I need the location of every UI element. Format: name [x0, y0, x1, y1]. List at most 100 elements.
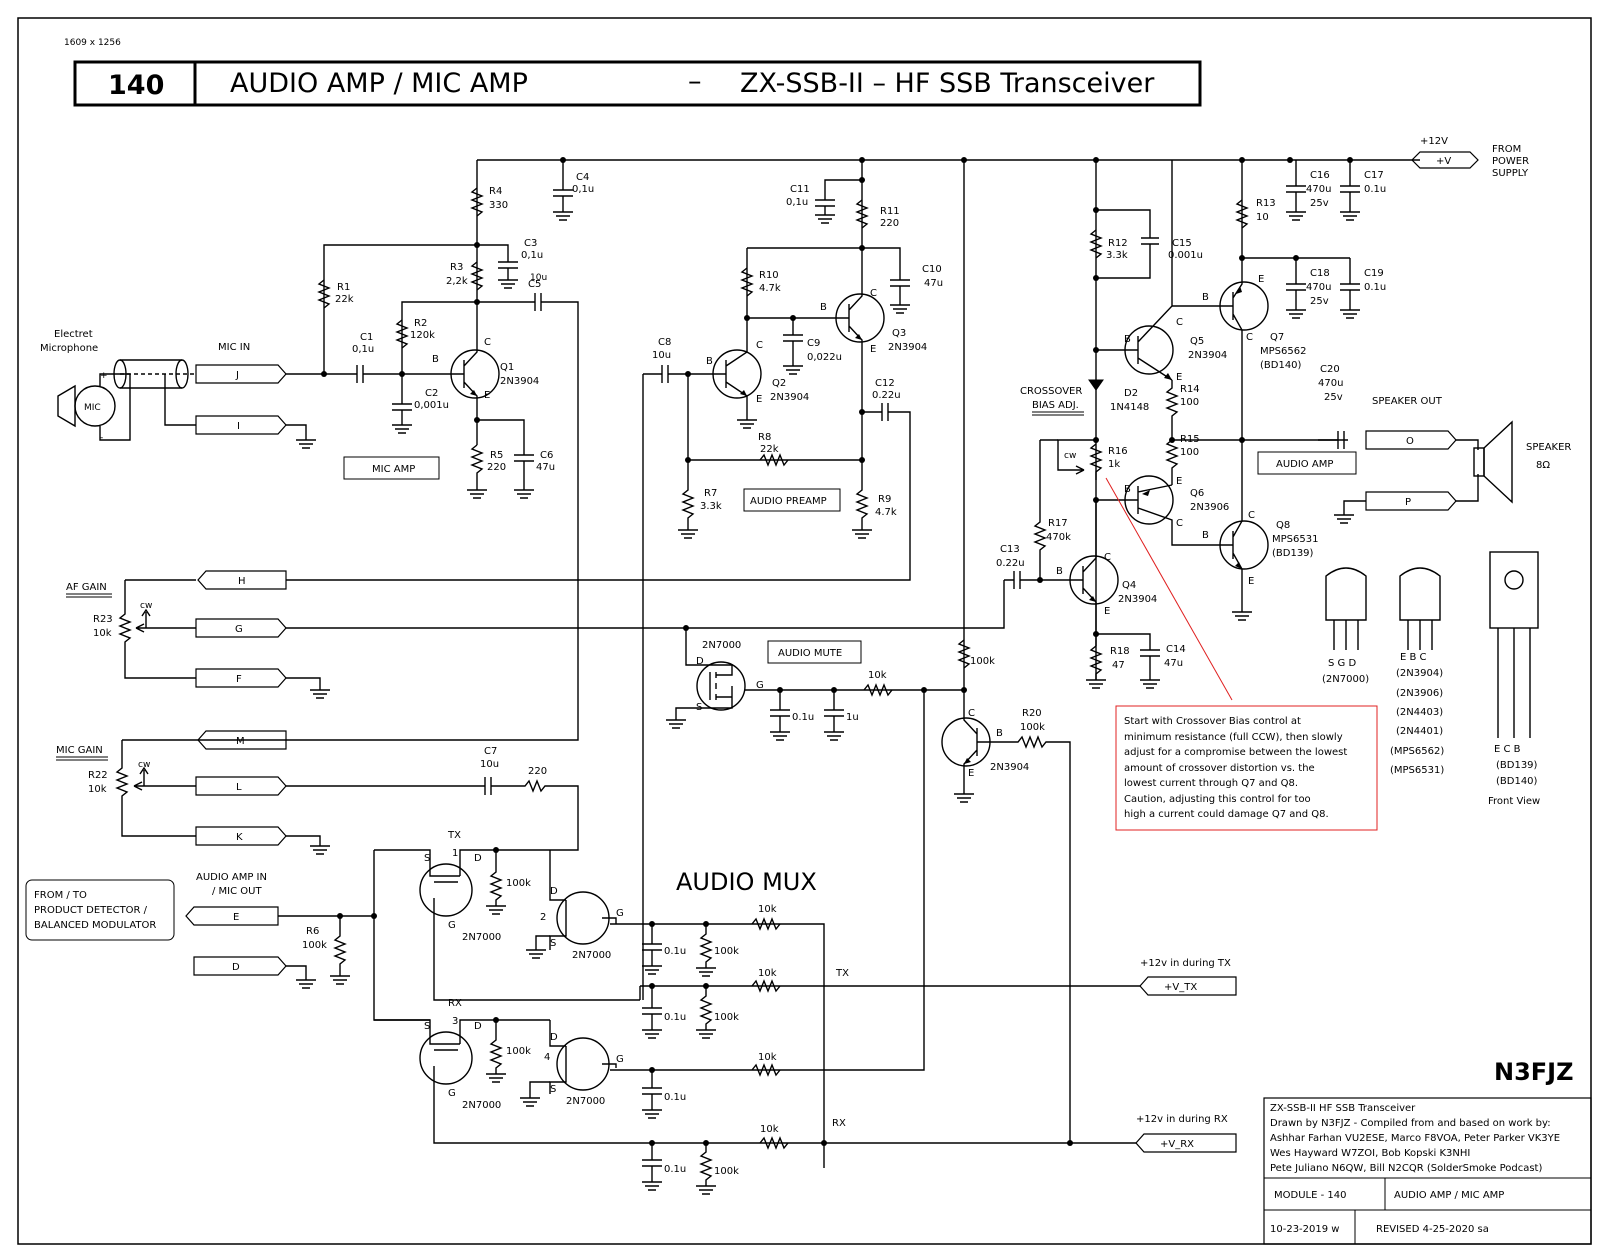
q1-part: 2N3904: [500, 376, 539, 387]
q6-part: 2N3906: [1190, 502, 1229, 513]
r4-value: 330: [489, 200, 508, 211]
fet-3-r: 100k: [506, 1046, 531, 1057]
connector-m: [197, 730, 287, 750]
q8-alt: (BD139): [1272, 548, 1314, 559]
mic-symbol: MIC: [84, 403, 101, 413]
connector-v-rx: [1135, 1133, 1237, 1153]
c9-label: C9: [807, 338, 820, 349]
c20-label: C20: [1320, 364, 1340, 375]
bjt-pins: E B C: [1400, 652, 1427, 663]
c6-value: 47u: [536, 462, 555, 473]
mux-r10k-2: 10k: [758, 968, 777, 979]
title-line-4: Pete Juliano N6QW, Bill N2CQR (SolderSmo…: [1270, 1163, 1542, 1174]
fet-package-part: (2N7000): [1322, 674, 1369, 685]
fet-3-part: 2N7000: [462, 1100, 501, 1111]
q5-pin-b: B: [1124, 334, 1131, 345]
note-line-4: lowest current through Q7 and Q8.: [1124, 778, 1298, 789]
speaker-label: SPEAKER: [1526, 442, 1571, 453]
q1-pin-b: B: [432, 354, 439, 365]
mux-c-2: 0.1u: [664, 1012, 686, 1023]
q7-pin-c: C: [1246, 332, 1253, 343]
c15-value: 0.001u: [1168, 250, 1203, 261]
q2-pin-e: E: [756, 394, 762, 405]
rx-label: RX: [832, 1118, 846, 1129]
c3-value: 0,1u: [521, 250, 543, 261]
fet-1-tx: TX: [447, 830, 461, 841]
mute-q-pin-c: C: [968, 708, 975, 719]
fet-4-pin-d: D: [550, 1032, 558, 1043]
q1-label: Q1: [500, 362, 514, 373]
c18-label: C18: [1310, 268, 1330, 279]
connector-g: [195, 618, 287, 638]
mux-r-2: 100k: [714, 1012, 739, 1023]
r18-value: 47: [1112, 660, 1125, 671]
fet-1-pin-d: D: [474, 853, 482, 864]
mic-label-1: Electret: [54, 329, 93, 340]
r22-value: 10k: [88, 784, 107, 795]
fet-3-pin-d: D: [474, 1021, 482, 1032]
mic-gain-label: MIC GAIN: [56, 745, 103, 756]
r17-value: 470k: [1046, 532, 1071, 543]
r6-label: R6: [306, 926, 319, 937]
title-line-3: Wes Hayward W7ZOI, Bob Kopski K3NHI: [1270, 1148, 1470, 1159]
module-number: 140: [108, 70, 164, 101]
q7-pin-e: E: [1258, 274, 1264, 285]
fet-2-number: 2: [540, 912, 546, 923]
c20-voltage: 25v: [1324, 392, 1343, 403]
r8-label: R8: [758, 432, 771, 443]
c16-label: C16: [1310, 170, 1330, 181]
c10-value: 47u: [924, 278, 943, 289]
r10-label: R10: [759, 270, 779, 281]
fet-4-pin-g: G: [616, 1054, 624, 1065]
r3-value: 2,2k: [446, 276, 468, 287]
audio-amp-label: AUDIO AMP: [1276, 459, 1333, 470]
r13-value: 10: [1256, 212, 1269, 223]
io-box-line-3: BALANCED MODULATOR: [34, 920, 156, 931]
to126-part-0: (BD139): [1496, 760, 1538, 771]
r12-value: 3.3k: [1106, 250, 1128, 261]
mux-r-1: 100k: [714, 946, 739, 957]
note-line-6: high a current could damage Q7 and Q8.: [1124, 809, 1329, 820]
connector-o-label: O: [1406, 436, 1414, 447]
r12-label: R12: [1108, 238, 1128, 249]
project-title: ZX-SSB-II – HF SSB Transceiver: [740, 68, 1155, 99]
connector-l: [195, 776, 287, 796]
c4-label: C4: [576, 172, 589, 183]
r5-value: 220: [487, 462, 506, 473]
package-drawings: S G D (2N7000) E B C (2N3904) (2N3906) (…: [1322, 551, 1540, 807]
title-date: 10-23-2019 w: [1270, 1224, 1339, 1235]
fet-1-pin-g: G: [448, 920, 456, 931]
audio-amp: R12 3.3k C15 0.001u B C E Q5 2N3904 R14 …: [996, 160, 1571, 689]
r23-value: 10k: [93, 628, 112, 639]
r4-label: R4: [489, 186, 502, 197]
r6-value: 100k: [302, 940, 327, 951]
fet-3-rx: RX: [448, 998, 462, 1009]
mic-amp-label: MIC AMP: [372, 464, 415, 475]
r7-value: 3.3k: [700, 501, 722, 512]
connector-v-label: +V: [1436, 156, 1451, 167]
mux-r10k-3: 10k: [758, 1052, 777, 1063]
q7-alt: (BD140): [1260, 360, 1302, 371]
q7-label: Q7: [1270, 332, 1284, 343]
connector-h: [197, 570, 287, 590]
c15-label: C15: [1172, 238, 1192, 249]
q6-pin-c: C: [1176, 518, 1183, 529]
connector-i-label: I: [237, 421, 240, 432]
mute-r-value: 100k: [970, 656, 995, 667]
r10-value: 4.7k: [759, 283, 781, 294]
mute-pin-s: S: [696, 702, 702, 713]
io-box-line-1: FROM / TO: [34, 890, 87, 901]
c14-value: 47u: [1164, 658, 1183, 669]
q5-part: 2N3904: [1188, 350, 1227, 361]
connector-k-label: K: [236, 832, 243, 843]
sheet-border: [17, 17, 1592, 1245]
c17-label: C17: [1364, 170, 1384, 181]
mux-r10k-1: 10k: [758, 904, 777, 915]
mux-fet-3: [419, 1031, 473, 1085]
audio-in-label-1: AUDIO AMP IN: [196, 872, 267, 883]
c20-value: 470u: [1318, 378, 1343, 389]
audio-mute-box: [767, 640, 862, 664]
c11-value: 0,1u: [786, 197, 808, 208]
r2-label: R2: [414, 318, 427, 329]
q8-pin-b: B: [1202, 530, 1209, 541]
